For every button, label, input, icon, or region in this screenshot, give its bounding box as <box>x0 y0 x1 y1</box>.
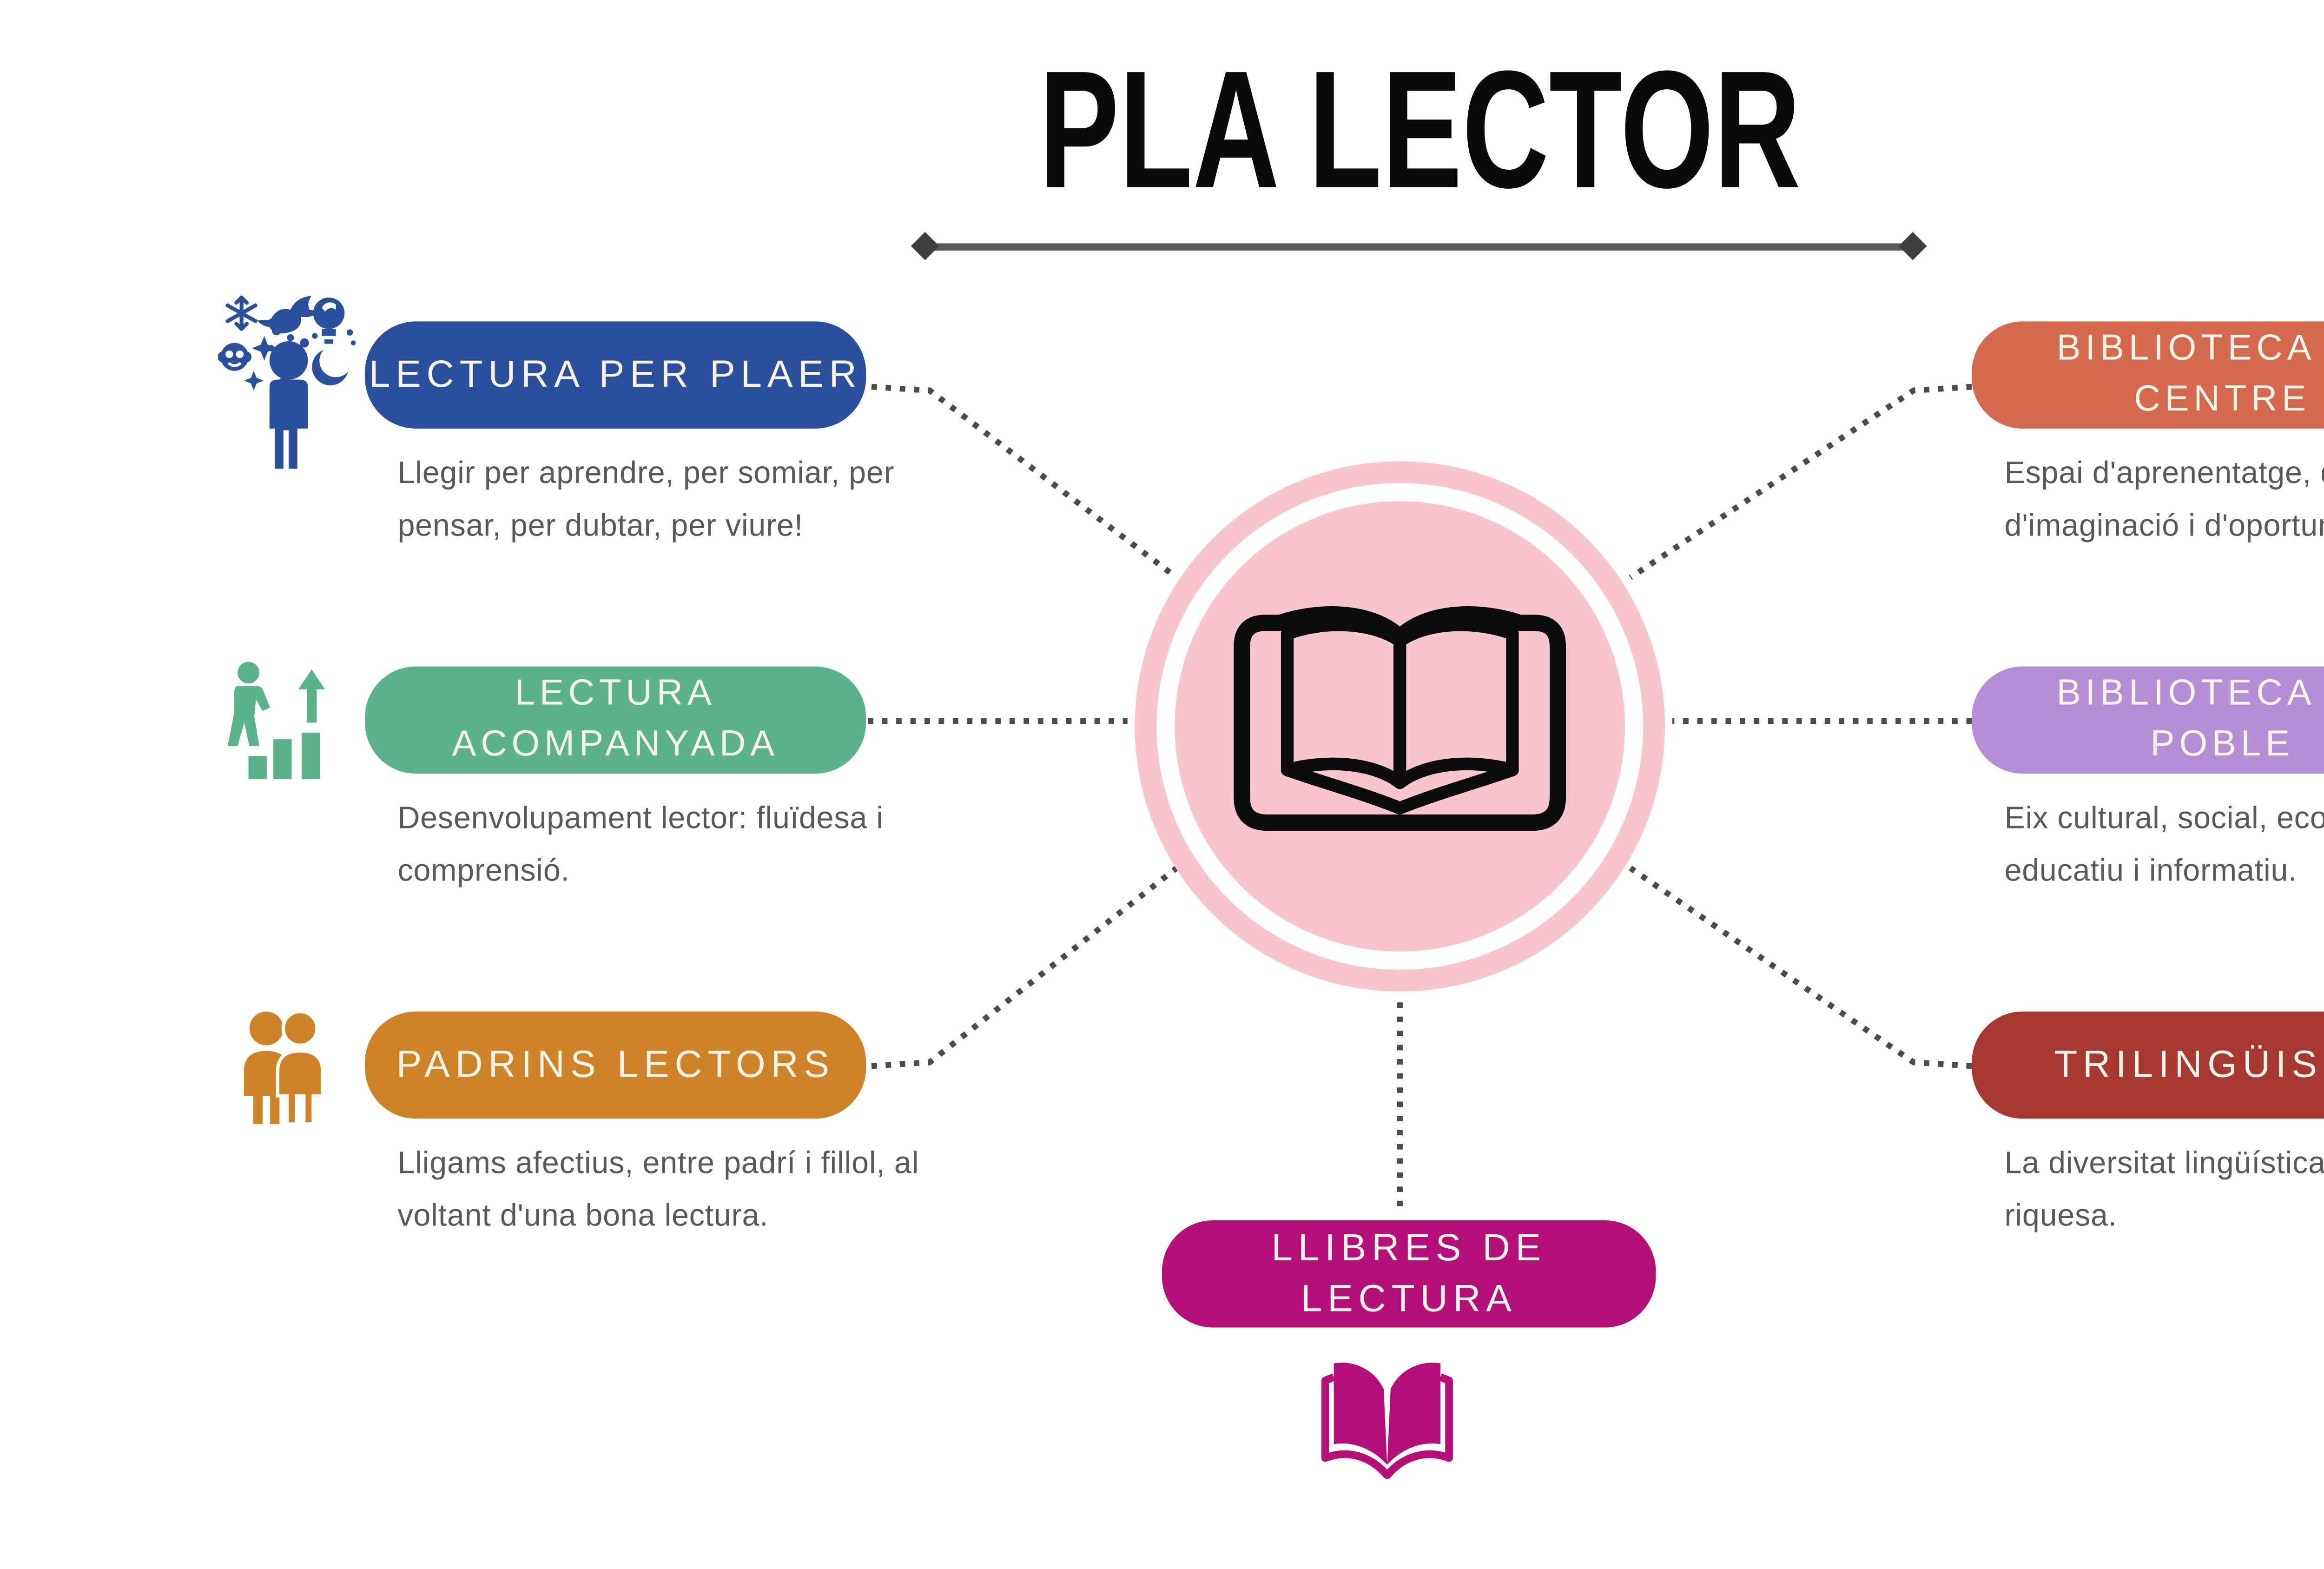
connector-line-padrins-lectors <box>871 866 1179 1069</box>
two-people-icon <box>229 1010 337 1126</box>
center-circle-white-ring <box>1156 483 1644 970</box>
pill-label: LECTURA PER PLAER <box>369 353 862 396</box>
desc-padrins-lectors: Lligams afectius, entre padrí i fillol, … <box>397 1145 919 1233</box>
pill-biblioteca-de-centre: BIBLIOTECA DE CENTRE <box>1972 321 2324 429</box>
pill-label: LLIBRES DE LECTURA <box>1271 1227 1546 1319</box>
person-climbing-icon <box>225 654 345 788</box>
desc-lectura-per-plaer: Llegir per aprendre, per somiar, per pen… <box>397 456 895 543</box>
center-circle-inner <box>1175 501 1625 952</box>
pill-lectura-per-plaer: LECTURA PER PLAER <box>365 321 866 429</box>
title-divider-line <box>930 243 1910 250</box>
open-book-filled-icon <box>1318 1355 1456 1485</box>
pill-label: BIBLIOTECA DE POBLE <box>2056 673 2314 764</box>
desc-biblioteca-de-poble: Eix cultural, social, econòmic, educatiu… <box>2004 801 2324 888</box>
desc-biblioteca-de-centre: Espai d'aprenentatge, de creació, d'imag… <box>2004 456 2324 543</box>
pill-trilinguisme: TRILINGÜISME <box>1972 1011 2324 1119</box>
desc-lectura-acompanyada: Desenvolupament lector: fluïdesa i compr… <box>397 801 884 888</box>
pill-label: TRILINGÜISME <box>2054 1043 2324 1086</box>
connector-line-biblioteca-de-centre <box>1629 384 1972 580</box>
pill-biblioteca-de-poble: BIBLIOTECA DE POBLE <box>1972 666 2324 774</box>
page-title: PLA LECTOR <box>1039 38 1801 224</box>
desc-trilinguisme: La diversitat lingüística, una gran riqu… <box>2004 1145 2324 1233</box>
thinking-person-icon <box>218 291 360 472</box>
connector-line-lectura-per-plaer <box>871 384 1179 580</box>
pill-label: PADRINS LECTORS <box>396 1043 835 1086</box>
pill-llibres-de-lectura: LLIBRES DE LECTURA <box>1162 1220 1656 1328</box>
pill-label: LECTURA ACOMPANYADA <box>452 673 779 764</box>
connector-line-trilinguisme <box>1629 866 1972 1069</box>
pill-padrins-lectors: PADRINS LECTORS <box>365 1011 866 1119</box>
pill-lectura-acompanyada: LECTURA ACOMPANYADA <box>365 666 866 774</box>
center-circle <box>1135 461 1665 992</box>
pill-label: BIBLIOTECA DE CENTRE <box>2056 328 2314 419</box>
open-book-icon <box>1234 606 1566 831</box>
